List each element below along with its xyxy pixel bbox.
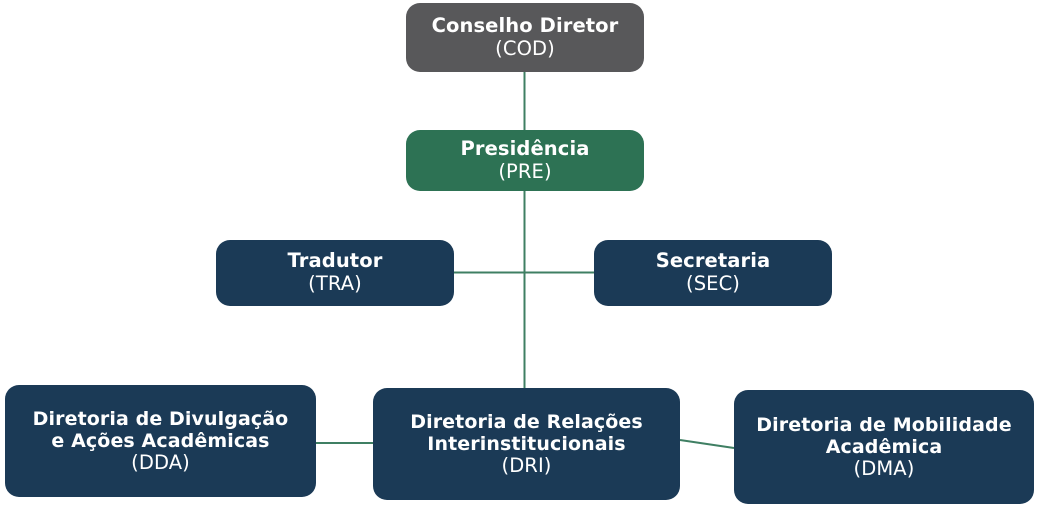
node-presidencia[interactable]: Presidência (PRE) — [406, 130, 644, 191]
node-acronym: (TRA) — [308, 272, 362, 295]
node-conselho-diretor[interactable]: Conselho Diretor (COD) — [406, 3, 644, 72]
node-acronym: (COD) — [495, 36, 555, 60]
node-title: Tradutor — [287, 249, 383, 273]
node-acronym: (PRE) — [498, 159, 552, 183]
node-title: Diretoria de Mobilidade Acadêmica — [756, 413, 1012, 458]
node-acronym: (DRI) — [501, 453, 552, 477]
node-tradutor[interactable]: Tradutor (TRA) — [216, 240, 454, 306]
node-title: Conselho Diretor — [431, 13, 619, 37]
node-acronym: (SEC) — [685, 272, 741, 295]
node-title: Diretoria de Relações Interinstitucionai… — [410, 410, 643, 455]
node-title: Presidência — [460, 136, 590, 160]
node-title: Diretoria de Divulgação e Ações Acadêmic… — [32, 407, 289, 452]
node-acronym: (DMA) — [853, 456, 915, 480]
node-title: Secretaria — [655, 249, 771, 273]
edge-dri-dma — [679, 439, 735, 449]
node-acronym: (DDA) — [131, 450, 190, 474]
node-diretoria-mobilidade-academica[interactable]: Diretoria de Mobilidade Acadêmica (DMA) — [734, 390, 1034, 504]
node-diretoria-divulgacao-acoes-academicas[interactable]: Diretoria de Divulgação e Ações Acadêmic… — [5, 385, 316, 497]
node-secretaria[interactable]: Secretaria (SEC) — [594, 240, 832, 306]
node-diretoria-relacoes-interinstitucionais[interactable]: Diretoria de Relações Interinstitucionai… — [373, 388, 680, 500]
